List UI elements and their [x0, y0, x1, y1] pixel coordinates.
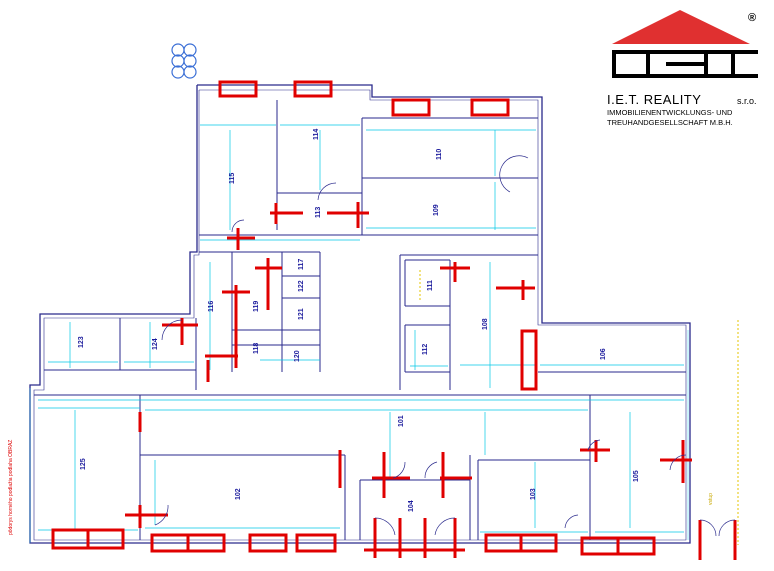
- room-label: 112: [422, 344, 429, 355]
- room-label: 106: [600, 348, 607, 360]
- interior-walls: [34, 100, 686, 540]
- registered-mark: ®: [748, 12, 757, 24]
- building-outline: [29, 84, 691, 544]
- room-label: 123: [78, 336, 85, 348]
- dimension-lines: [29, 124, 689, 543]
- room-label: 105: [633, 470, 640, 482]
- company-legal-form: s.r.o.: [737, 96, 757, 106]
- room-label: 101: [398, 415, 405, 427]
- entrance-note: vstup: [708, 493, 714, 505]
- room-label: 108: [482, 318, 489, 330]
- room-label: 103: [530, 488, 537, 500]
- door-swings: [154, 155, 736, 537]
- roof-icon: [612, 10, 750, 44]
- iet-mark-icon: [612, 50, 758, 78]
- company-subtitle-line2: TREUHANDGESELLSCHAFT M.B.H.: [607, 118, 733, 127]
- room-label: 113: [315, 207, 322, 218]
- room-label: 102: [235, 488, 242, 500]
- room-label: 119: [253, 301, 260, 312]
- room-label: 114: [313, 129, 320, 140]
- side-note: pôdorys horného podlažia podlaha OBRAZ: [8, 440, 14, 535]
- room-label: 110: [436, 149, 443, 160]
- room-label: 104: [408, 500, 415, 512]
- room-label: 117: [298, 259, 305, 270]
- room-labels: 101 102 103 104 105 106 108 109 110 111 …: [78, 129, 640, 512]
- company-subtitle-line1: IMMOBILIENENTWICKLUNGS- UND: [607, 108, 733, 117]
- door-openings: [125, 202, 737, 560]
- room-label: 121: [298, 308, 305, 320]
- property-boundary: [419, 270, 739, 545]
- room-label: 124: [152, 338, 159, 350]
- windows: [51, 80, 656, 556]
- room-label: 116: [208, 301, 215, 312]
- room-label: 115: [229, 173, 236, 184]
- room-label: 122: [298, 280, 305, 292]
- company-logo: [612, 10, 758, 78]
- room-label: 111: [427, 280, 434, 291]
- circles-icon: [171, 43, 197, 79]
- room-label: 125: [80, 458, 87, 470]
- room-label: 118: [253, 343, 260, 354]
- company-name: I.E.T. REALITY: [607, 92, 702, 107]
- room-label: 120: [294, 350, 301, 362]
- room-label: 109: [433, 204, 440, 216]
